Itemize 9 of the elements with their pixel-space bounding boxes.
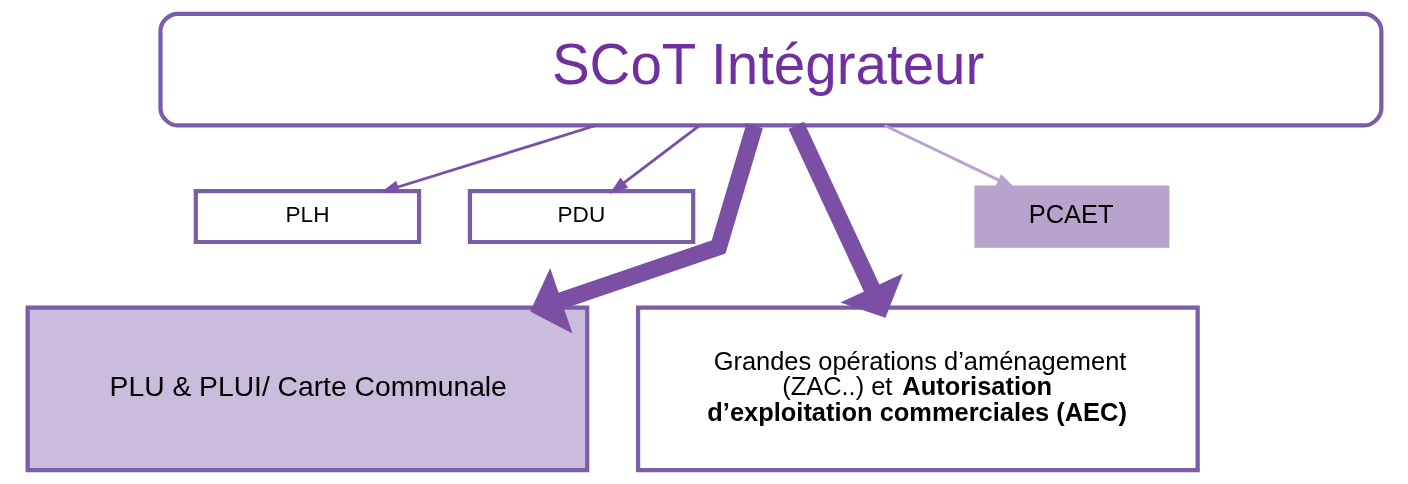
node-box: SCoT Intégrateur <box>157 11 1383 128</box>
node-box: PLU & PLUI/ Carte Communale <box>25 305 589 473</box>
arrow <box>380 124 596 194</box>
node-box: Grandes opérations d’aménagement (ZAC..) et Autorisation d’exploitation commerciales (AEC) <box>635 305 1200 473</box>
node-box: PLH <box>193 189 421 245</box>
arrow <box>609 124 700 194</box>
arrow <box>883 124 1015 188</box>
node-box: PCAET <box>973 185 1169 248</box>
node-box: PDU <box>467 189 695 245</box>
